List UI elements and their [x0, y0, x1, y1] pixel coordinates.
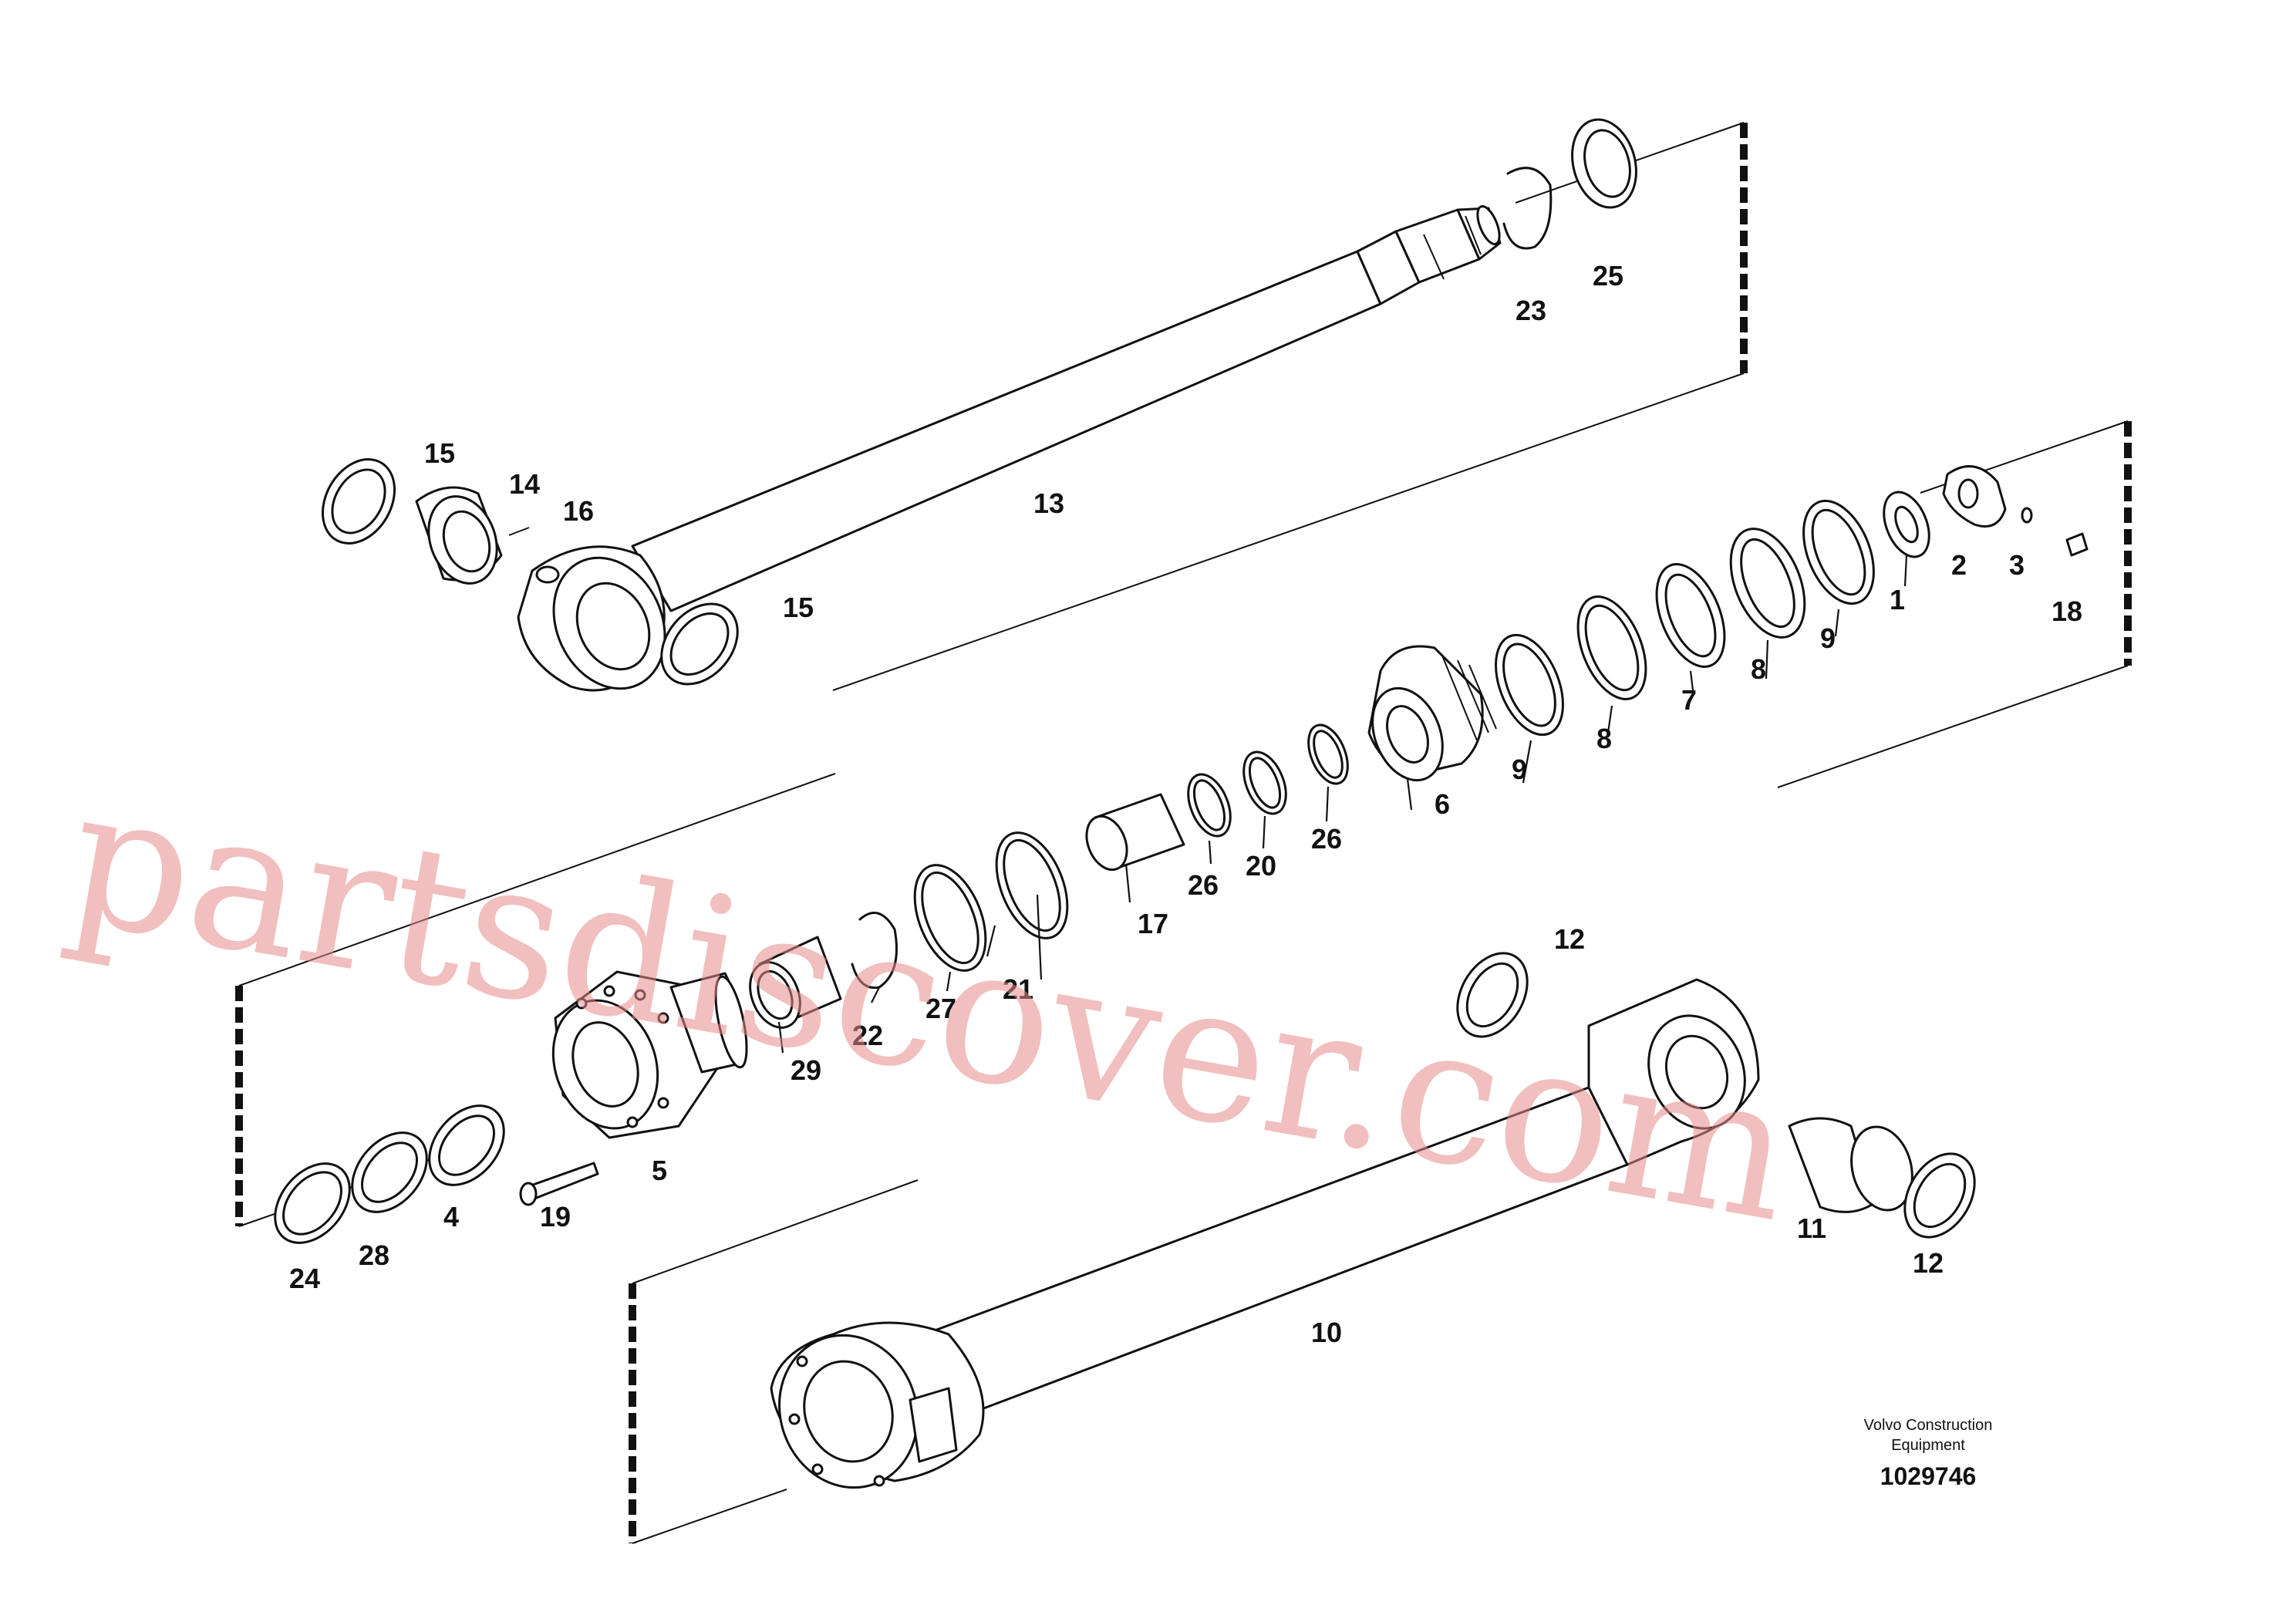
cylinder-tube: [770, 952, 1976, 1489]
callout-17: 17: [1138, 908, 1168, 939]
callout-25: 25: [1593, 260, 1623, 292]
callout-15b: 15: [783, 592, 814, 623]
brand-block: Volvo Construction Equipment 1029746: [1864, 1417, 1993, 1490]
cylinder-head: [274, 970, 748, 1244]
rod-eye: [517, 545, 666, 692]
callout-26b: 26: [1311, 823, 1342, 855]
callout-4: 4: [443, 1201, 459, 1233]
callout-23: 23: [1515, 295, 1546, 326]
callout-28: 28: [359, 1239, 389, 1271]
brand-line-2: Equipment: [1891, 1437, 1965, 1454]
callout-15a: 15: [424, 437, 455, 469]
callout-labels: 1 2 3 4 5 6 7 8 8 9 9 10 11 12 12 13 14 …: [289, 260, 2082, 1348]
callout-20: 20: [1246, 850, 1276, 882]
callout-18: 18: [2052, 595, 2082, 627]
callout-26a: 26: [1188, 869, 1219, 901]
piston-rod: [631, 205, 1502, 612]
callout-3: 3: [2009, 549, 2025, 581]
callout-12b: 12: [1913, 1247, 1944, 1279]
callout-9b: 9: [1820, 622, 1836, 654]
callout-19: 19: [540, 1201, 571, 1233]
callout-10: 10: [1311, 1317, 1342, 1348]
brand-line-1: Volvo Construction: [1864, 1417, 1993, 1434]
boundary-lines: [235, 122, 2132, 1544]
callout-12a: 12: [1554, 923, 1585, 955]
callout-8b: 8: [1751, 653, 1766, 685]
callout-11: 11: [1797, 1212, 1826, 1244]
callout-24: 24: [289, 1263, 320, 1294]
doc-number: 1029746: [1880, 1462, 1977, 1490]
callout-14: 14: [509, 468, 540, 500]
callout-29: 29: [791, 1054, 821, 1086]
callout-6: 6: [1435, 788, 1450, 820]
callout-9a: 9: [1512, 754, 1527, 785]
callout-13: 13: [1033, 487, 1064, 519]
upper-parts: [321, 118, 1637, 686]
callout-7: 7: [1681, 684, 1697, 716]
callout-16: 16: [563, 495, 594, 527]
leader-lines: [777, 555, 1908, 1054]
callout-2: 2: [1951, 549, 1967, 581]
callout-8a: 8: [1596, 723, 1612, 754]
callout-1: 1: [1890, 584, 1905, 615]
callout-22: 22: [852, 1020, 883, 1051]
piston-assembly: [749, 465, 2089, 1029]
callout-21: 21: [1003, 973, 1033, 1005]
callout-27: 27: [925, 993, 956, 1024]
callout-5: 5: [652, 1155, 667, 1186]
